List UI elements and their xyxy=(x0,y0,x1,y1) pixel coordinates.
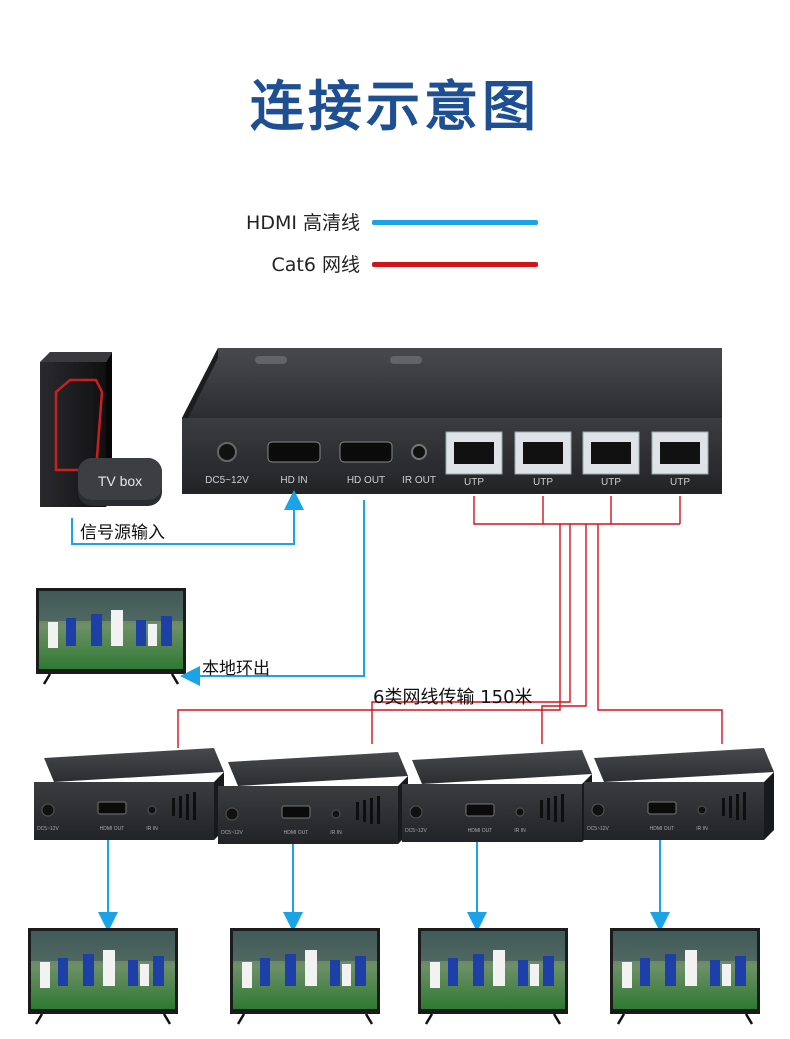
port-label-utp-1: UTP xyxy=(464,477,484,488)
rx1-hdmi-label: HDMI OUT xyxy=(100,826,125,832)
port-label-utp-4: UTP xyxy=(670,477,690,488)
output-tv-icon-3 xyxy=(416,926,570,1026)
rx1-ir-label: IR IN xyxy=(146,826,158,832)
rx4-hdmi-label: HDMI OUT xyxy=(650,826,675,832)
cat6-cable-lines xyxy=(177,496,723,748)
rx3-dc-label: DC5~12V xyxy=(405,828,427,834)
port-label-hd-in: HD IN xyxy=(280,475,307,486)
hdmi-input-cable xyxy=(71,490,304,545)
output-tv-icon-2 xyxy=(228,926,382,1026)
rx3-hdmi-label: HDMI OUT xyxy=(468,828,493,834)
local-tv-icon xyxy=(34,586,188,686)
main-transmitter-unit xyxy=(182,348,722,494)
legend-hdmi-line xyxy=(372,220,538,225)
cat6-port-bus xyxy=(473,496,681,525)
receiver-unit-1 xyxy=(33,747,225,841)
legend-cat6-label: Cat6 网线 xyxy=(271,254,361,276)
port-label-utp-2: UTP xyxy=(533,477,553,488)
local-loop-label: 本地环出 xyxy=(202,659,270,679)
cat6-cable-1 xyxy=(177,524,561,748)
cat6-cable-2 xyxy=(371,524,571,744)
rx3-ir-label: IR IN xyxy=(514,828,526,834)
rx2-hdmi-label: HDMI OUT xyxy=(284,830,309,836)
cable-run-label: 6类网线传输 150米 xyxy=(373,687,533,708)
rx2-ir-label: IR IN xyxy=(330,830,342,836)
receiver-unit-3 xyxy=(401,749,593,843)
tv-box-icon xyxy=(78,458,162,506)
receiver-unit-2 xyxy=(217,751,409,845)
receiver-unit-4 xyxy=(583,747,775,841)
output-tv-icon-4 xyxy=(608,926,762,1026)
legend-hdmi-label: HDMI 高清线 xyxy=(246,212,360,234)
hdmi-loop-cable xyxy=(180,500,365,686)
tv-box-label: TV box xyxy=(98,473,142,489)
port-label-hd-out: HD OUT xyxy=(347,475,385,486)
rx2-dc-label: DC5~12V xyxy=(221,830,243,836)
cat6-cable-3 xyxy=(541,524,587,744)
rx4-ir-label: IR IN xyxy=(696,826,708,832)
port-label-dc: DC5~12V xyxy=(205,475,249,486)
legend-cat6-line xyxy=(372,262,538,267)
output-tv-icon-1 xyxy=(26,926,180,1026)
rx1-dc-label: DC5~12V xyxy=(37,826,59,832)
hdmi-cable-lines xyxy=(71,490,670,932)
port-label-utp-3: UTP xyxy=(601,477,621,488)
port-label-ir-out: IR OUT xyxy=(402,475,436,486)
rx4-dc-label: DC5~12V xyxy=(587,826,609,832)
page-title: 连接示意图 xyxy=(250,75,540,138)
source-input-label: 信号源输入 xyxy=(80,523,165,543)
cat6-cable-4 xyxy=(597,524,723,744)
